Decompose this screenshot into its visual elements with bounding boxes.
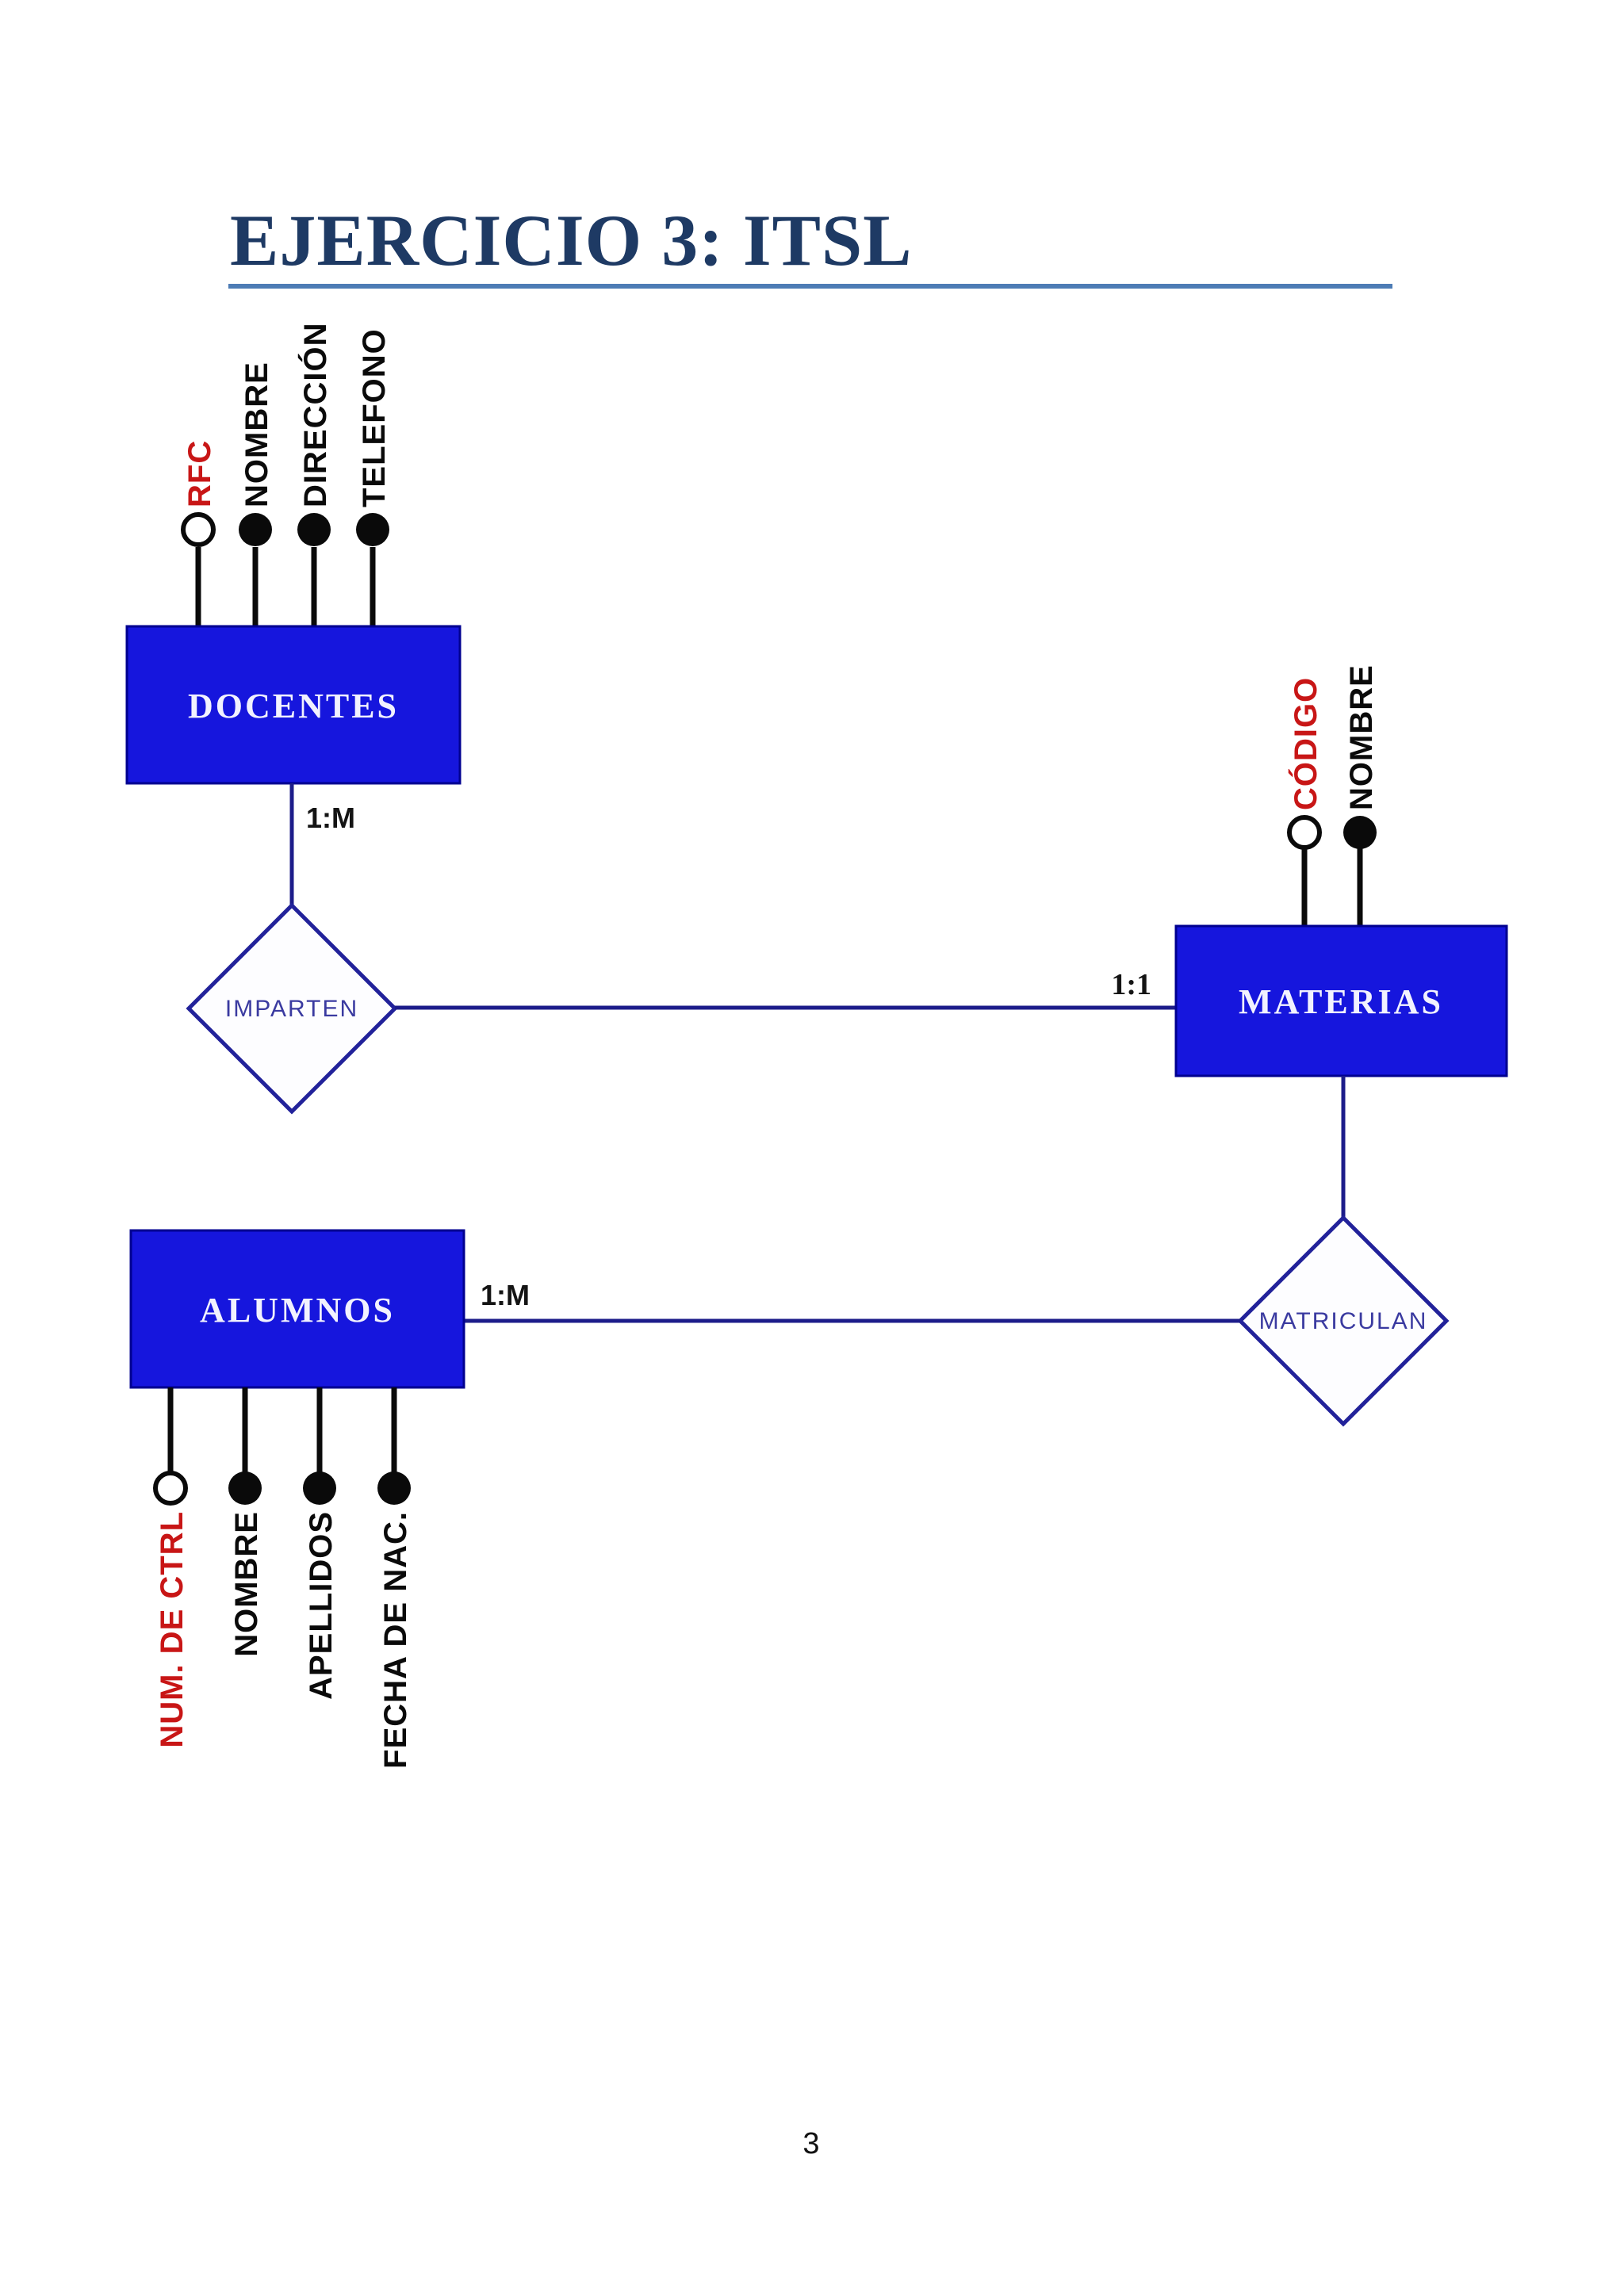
entity-docentes-label: DOCENTES [188, 687, 399, 725]
key-attribute-circle-icon [1287, 815, 1322, 850]
entity-docentes [125, 625, 462, 785]
cardinality-label-alumnos: 1:M [481, 1279, 530, 1311]
docentes-attributes: RFC NOMBRE DIRECCIÓN TELEFONO [181, 323, 392, 626]
relationship-imparten-diamond [186, 902, 398, 1115]
attribute-circle-icon [239, 513, 272, 546]
attribute-label: APELLIDOS [304, 1511, 339, 1700]
attribute-label: DIRECCIÓN [297, 323, 333, 507]
relationship-imparten-label: IMPARTEN [225, 996, 358, 1022]
cardinality-label-materias: 1:1 [1111, 968, 1151, 1001]
attribute-label: NOMBRE [1344, 664, 1379, 810]
materias-attributes: CÓDIGO NOMBRE [1287, 664, 1379, 926]
attribute-circle-icon [228, 1471, 262, 1505]
attribute-label: CÓDIGO [1287, 677, 1323, 810]
entity-materias [1174, 924, 1508, 1077]
entity-alumnos-label: ALUMNOS [200, 1291, 395, 1330]
key-attribute-circle-icon [181, 512, 216, 547]
attribute-label: NOMBRE [229, 1511, 264, 1657]
page-number: 3 [802, 2127, 819, 2160]
attribute-label: RFC [182, 440, 217, 507]
alumnos-attributes: NUM. DE CTRL NOMBRE APELLIDOS FECHA DE N… [153, 1387, 413, 1769]
attribute-label: FECHA DE NAC. [378, 1511, 413, 1769]
entity-alumnos [129, 1229, 465, 1389]
attribute-circle-icon [356, 513, 389, 546]
entity-materias-label: MATERIAS [1239, 982, 1443, 1021]
cardinality-label-docentes: 1:M [306, 802, 355, 834]
key-attribute-circle-icon [153, 1471, 188, 1506]
attribute-circle-icon [297, 513, 331, 546]
attribute-label: TELEFONO [357, 328, 392, 507]
relationship-matriculan-label: MATRICULAN [1259, 1308, 1428, 1334]
page-title: EJERCICIO 3: ITSL [230, 200, 913, 281]
attribute-label: NUM. DE CTRL [155, 1511, 190, 1748]
attribute-circle-icon [303, 1471, 336, 1505]
attribute-label: NOMBRE [239, 362, 274, 507]
attribute-circle-icon [1343, 816, 1377, 849]
attribute-circle-icon [377, 1471, 411, 1505]
title-underline [228, 284, 1392, 289]
relationship-matriculan-diamond [1237, 1215, 1450, 1427]
